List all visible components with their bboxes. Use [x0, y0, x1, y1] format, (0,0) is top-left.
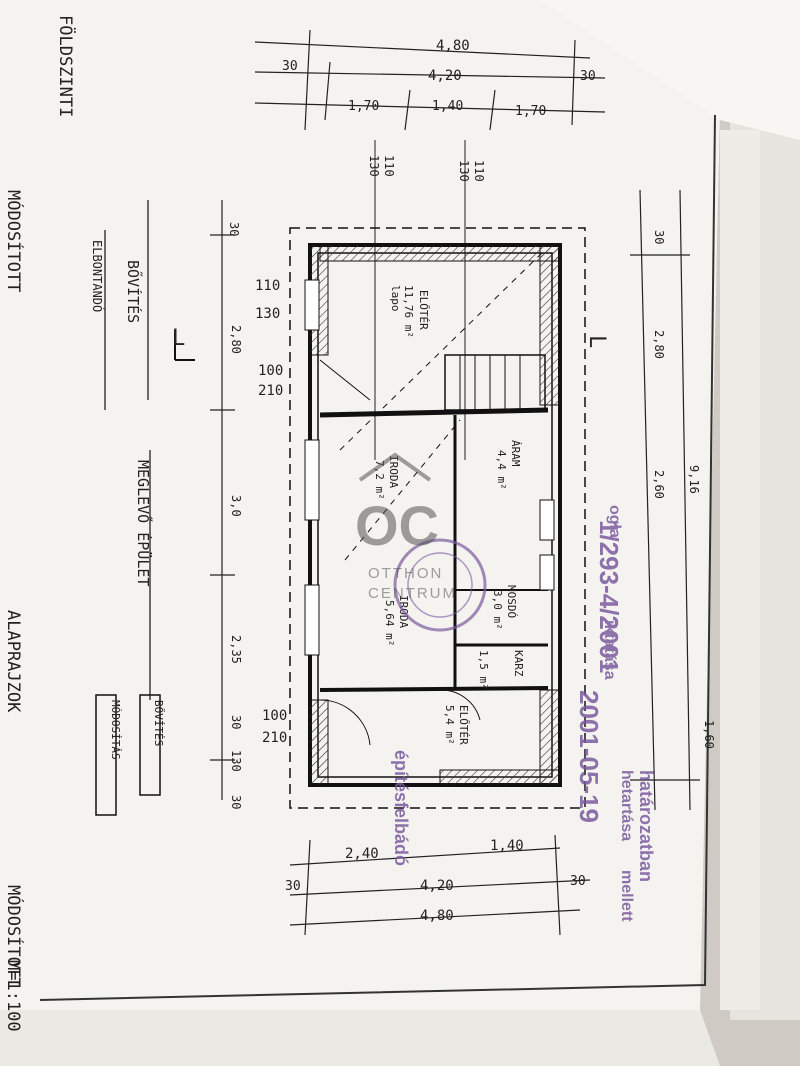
- legend: [95, 200, 195, 816]
- right-dimension-lines: [630, 189, 700, 811]
- dim-window-1b: 130: [367, 155, 381, 177]
- stamp-date: 2001-05-19: [574, 690, 604, 823]
- dim-window-2b: 130: [457, 160, 471, 182]
- stamp-line4: hetartása: [618, 770, 635, 841]
- legend-box-extension: BŐVÍTÉS: [152, 700, 166, 746]
- stamp-line1: határozatban: [636, 770, 656, 882]
- opening-dimensions: 110 130 110 130: [367, 155, 486, 182]
- room-label-karz: KARZ: [512, 650, 525, 677]
- watermark-logo: OC: [355, 494, 439, 557]
- dim-col-1: 30: [227, 222, 241, 236]
- round-seal-icon: [393, 538, 487, 632]
- dim-door-1b: 130: [255, 306, 280, 322]
- dim-top-right-wall: 30: [580, 69, 596, 84]
- bottom-dimension-lines: [289, 834, 591, 936]
- watermark-line2: CENTRUM: [368, 585, 457, 602]
- dim-right-2: 2,80: [652, 330, 666, 359]
- dim-bottom-inner: 4,20: [420, 878, 454, 894]
- house-roof-icon: [358, 452, 432, 482]
- left-dimension-line: [210, 200, 235, 800]
- legend-existing-building: MEGLEVŐ ÉPÜLET: [134, 460, 154, 586]
- legend-demolished: ELBONTANDÓ: [90, 240, 105, 312]
- room-label-iroda-1: IRODA: [387, 455, 400, 488]
- stamp-line5: mellett: [618, 870, 635, 922]
- right-side-dimensions: 30 2,80 2,60 9,16 1,60: [652, 230, 716, 749]
- stamp-line2: ogla: [606, 505, 623, 538]
- paper-corner: [540, 0, 800, 140]
- dim-bottom-right-seg: 1,40: [490, 838, 524, 854]
- legend-labels: BŐVÍTÉS ELBONTANDÓ MEGLEVŐ ÉPÜLET BŐVÍTÉ…: [90, 240, 166, 760]
- title-modified: MÓDOSÍTOTT: [3, 885, 25, 987]
- section-marker: L: [172, 326, 185, 351]
- dim-window-2a: 110: [472, 160, 486, 182]
- dim-right-total: 9,16: [687, 465, 701, 494]
- building-walls: [289, 227, 586, 809]
- dim-col-2: 2,80: [229, 325, 243, 354]
- dim-right-1: 30: [652, 230, 666, 244]
- dim-window-1a: 110: [382, 155, 396, 177]
- dim-top-left-wall: 30: [282, 59, 298, 74]
- room-area-aram: 4,4 m²: [495, 450, 508, 490]
- stamp-number: 1/293-4/2001: [594, 520, 624, 673]
- paper-edge: [720, 130, 760, 1010]
- legend-extension: BŐVÍTÉS: [124, 260, 144, 323]
- side-label: FÖLDSZINTI: [55, 15, 77, 117]
- room-area-iroda-2: 5,64 m²: [383, 600, 396, 646]
- dim-col-7: 30: [229, 795, 243, 809]
- dim-top-seg3: 1,70: [515, 104, 546, 119]
- dim-door-2a: 100: [258, 363, 283, 379]
- dim-col-4: 2,35: [229, 635, 243, 664]
- stamp-line3: iktatása: [601, 620, 618, 680]
- dim-col-3: 3,0: [229, 495, 243, 517]
- watermark: OC OTTHON CENTRUM: [355, 452, 457, 602]
- dim-door-1a: 110: [255, 278, 280, 294]
- approval-stamp: [393, 538, 487, 632]
- dim-bottom-right-wall: 30: [570, 874, 586, 889]
- top-dimension-lines: [254, 29, 606, 131]
- stamp-text: 1/293-4/2001 határozatban ogla iktatása …: [391, 505, 656, 922]
- room-area-eloter-2: 5,4 m²: [443, 705, 456, 745]
- legend-box-modification: MÓDOSÍTÁS: [109, 700, 122, 760]
- dim-bottom-total: 4,80: [420, 908, 454, 924]
- room-labels: ELŐTÉR 11,76 m² lapo ÁRAM 4,4 m² IRODA 7…: [373, 285, 525, 745]
- dim-top-inner: 4,20: [428, 68, 462, 84]
- watermark-line1: OTTHON: [368, 565, 443, 582]
- drawing-frame: [39, 114, 716, 1001]
- dim-door-3b: 210: [262, 730, 287, 746]
- dim-top-total: 4,80: [436, 38, 470, 54]
- title-scale: M=1:100: [3, 960, 23, 1032]
- dim-col-5: 30: [229, 715, 243, 729]
- room-label-eloter-1: ELŐTÉR: [417, 290, 431, 330]
- dim-door-3a: 100: [262, 708, 287, 724]
- left-column-dimensions: 30 2,80 3,0 2,35 30 130 30: [227, 222, 243, 809]
- room-area-mosdo: 3,0 m²: [491, 590, 504, 630]
- sheet-titles: FÖLDSZINTI MÓDOSÍTOTT ALAPRAJZOK: [3, 15, 77, 987]
- dim-bottom-seg: 2,40: [345, 846, 379, 862]
- room-label-mosdo: MOSDÓ: [505, 585, 518, 618]
- stamp-line6: építésfelbádó: [391, 750, 411, 866]
- room-floor-eloter-1: lapo: [389, 285, 402, 312]
- dim-bottom-left-wall: 30: [285, 879, 301, 894]
- dim-right-3: 2,60: [652, 470, 666, 499]
- dim-col-6: 130: [229, 750, 243, 772]
- title-modified-top: MÓDOSÍTOTT: [3, 190, 25, 292]
- dim-right-6: 1,60: [702, 720, 716, 749]
- dim-top-seg1: 1,70: [348, 99, 379, 114]
- room-label-aram: ÁRAM: [509, 440, 522, 467]
- room-area-eloter-1: 11,76 m²: [402, 285, 415, 338]
- room-label-eloter-2: ELŐTÉR: [457, 705, 471, 745]
- dim-door-2b: 210: [258, 383, 283, 399]
- paper-bottom-edge: [0, 1010, 720, 1066]
- section-marker-right: L: [584, 335, 609, 348]
- dim-top-seg2: 1,40: [432, 99, 463, 114]
- room-area-karz: 1,5 m²: [477, 650, 490, 690]
- title-floorplans: ALAPRAJZOK: [3, 610, 23, 713]
